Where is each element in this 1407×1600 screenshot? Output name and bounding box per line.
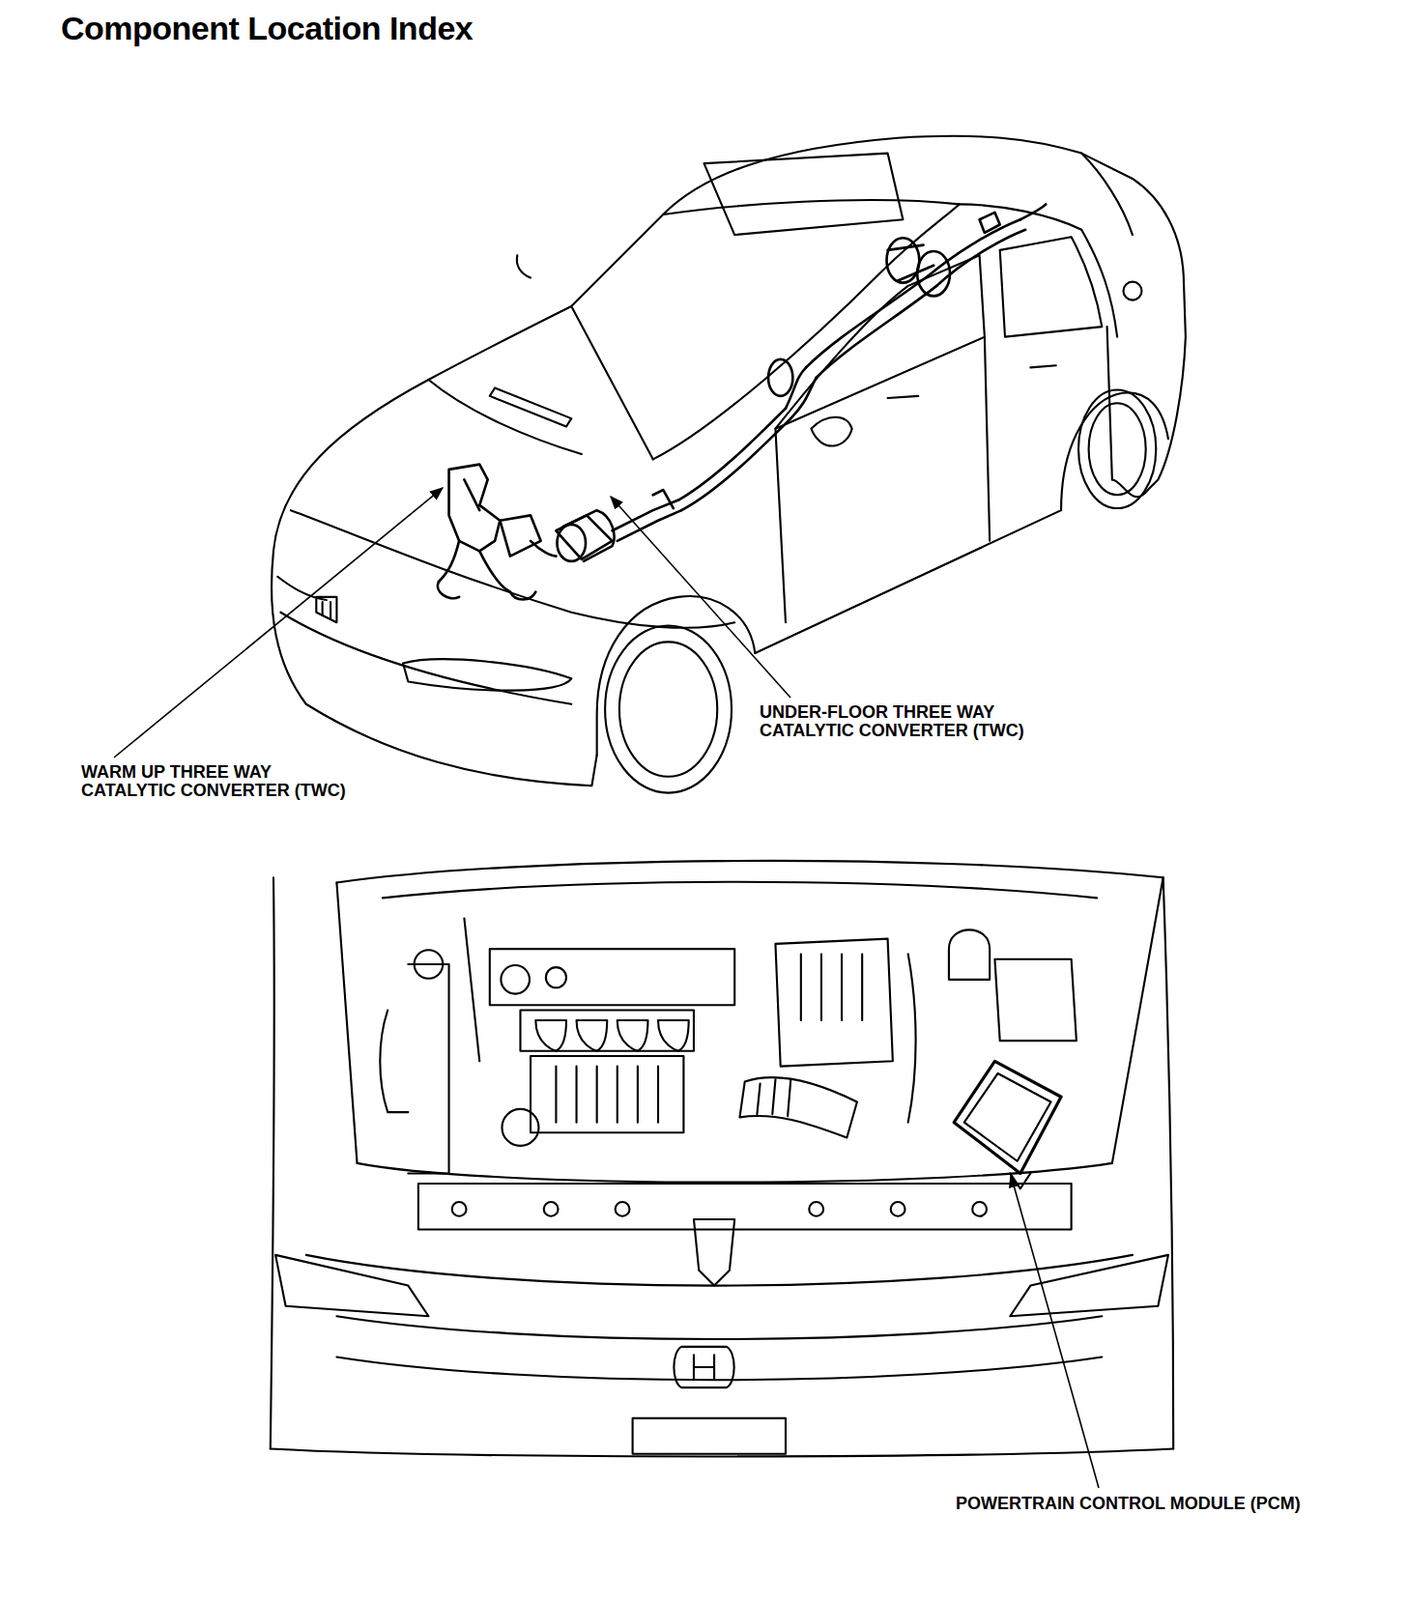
front-view-drawing bbox=[270, 861, 1174, 1458]
leader-line bbox=[114, 488, 443, 758]
leader-line bbox=[1010, 1175, 1099, 1489]
part-label: UNDER-FLOOR THREE WAY CATALYTIC CONVERTE… bbox=[757, 703, 1072, 741]
exhaust-system bbox=[437, 203, 1046, 600]
leader-line bbox=[610, 496, 791, 698]
sedan-drawing bbox=[271, 136, 1186, 794]
part-label: WARM UP THREE WAY CATALYTIC CONVERTER (T… bbox=[79, 763, 367, 801]
page-title: Component Location Index bbox=[60, 9, 473, 48]
part-label: POWERTRAIN CONTROL MODULE (PCM) bbox=[953, 1494, 1303, 1514]
